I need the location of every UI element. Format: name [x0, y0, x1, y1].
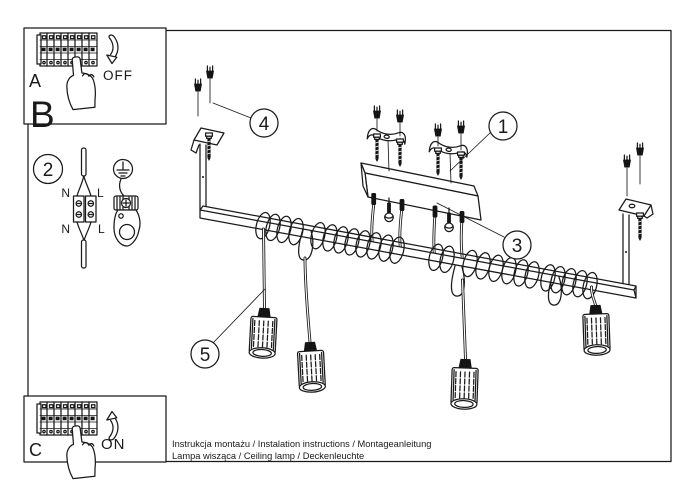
screw-icon — [635, 212, 645, 242]
off-label: OFF — [103, 68, 133, 83]
lamp-socket — [581, 303, 611, 357]
ceiling-anchor-icon — [635, 142, 645, 157]
screw-icon — [433, 147, 443, 177]
callout-4-number: 4 — [259, 114, 270, 135]
terminal-block-diagram: N L N L — [61, 147, 105, 269]
right-bracket-flange — [618, 198, 652, 217]
lamp-socket — [450, 357, 480, 411]
ceiling-anchor-icon — [456, 120, 466, 135]
panel-c-label: C — [29, 440, 42, 460]
step-2-number: 2 — [43, 160, 54, 181]
step-circle — [32, 153, 64, 185]
mounting-straps — [366, 105, 470, 184]
screw-icon — [395, 138, 405, 168]
callout-4: 4 — [212, 102, 279, 138]
ceiling-anchor-icon — [622, 154, 632, 169]
wire-label-n-bottom: N — [61, 222, 70, 236]
ceiling-anchor-icon — [372, 105, 382, 120]
panel-a: A OFF — [23, 27, 167, 125]
footer-title-block: Instrukcja montażu / Instalation instruc… — [172, 439, 431, 461]
circuit-breaker-icon — [36, 401, 98, 436]
callout-1-number: 1 — [498, 117, 509, 138]
wire-label-l-top: L — [97, 186, 104, 200]
lamp-cables — [262, 227, 597, 361]
circuit-breaker-icon — [36, 32, 98, 67]
screw-icon — [372, 133, 382, 163]
callout-5-number: 5 — [200, 345, 211, 366]
canopy-bar — [360, 162, 482, 221]
cable-glands — [371, 193, 465, 223]
section-b-label: B — [30, 94, 55, 135]
callout-5: 5 — [190, 288, 266, 369]
wire-label-l-bottom: L — [98, 222, 105, 236]
footer-line-1: Instrukcja montażu / Instalation instruc… — [172, 439, 431, 449]
ceiling-anchor-icon — [193, 78, 203, 93]
ground-symbol-icon — [112, 158, 134, 180]
hanging-cable-loop — [450, 265, 465, 297]
callout-1: 1 — [449, 111, 518, 172]
ceiling-anchor-icon — [205, 65, 215, 80]
ceiling-anchor-icon — [395, 109, 405, 124]
callout-3-number: 3 — [512, 236, 523, 257]
wire-label-n-top: N — [61, 186, 70, 200]
left-wall-bracket — [190, 127, 225, 210]
panel-c: C ON — [23, 395, 167, 480]
ground-clamp — [113, 178, 141, 247]
lamp-socket — [248, 306, 279, 360]
wiring-step: 2 N L N L — [32, 147, 141, 269]
footer-line-2: Lampa wisząca / Ceiling lamp / Deckenleu… — [172, 451, 364, 461]
right-ceiling-anchors — [622, 142, 645, 197]
lamp-socket — [296, 340, 327, 394]
main-assembly-drawing: 1 3 4 5 — [190, 65, 654, 411]
callout-3: 3 — [436, 202, 532, 260]
left-ceiling-anchors — [193, 65, 215, 117]
ceiling-anchor-icon — [433, 123, 443, 138]
panel-a-label: A — [29, 71, 41, 91]
screw-icon — [456, 151, 466, 181]
on-label: ON — [101, 436, 126, 453]
right-wall-bracket — [618, 198, 654, 285]
sheet-frame — [27, 29, 672, 463]
